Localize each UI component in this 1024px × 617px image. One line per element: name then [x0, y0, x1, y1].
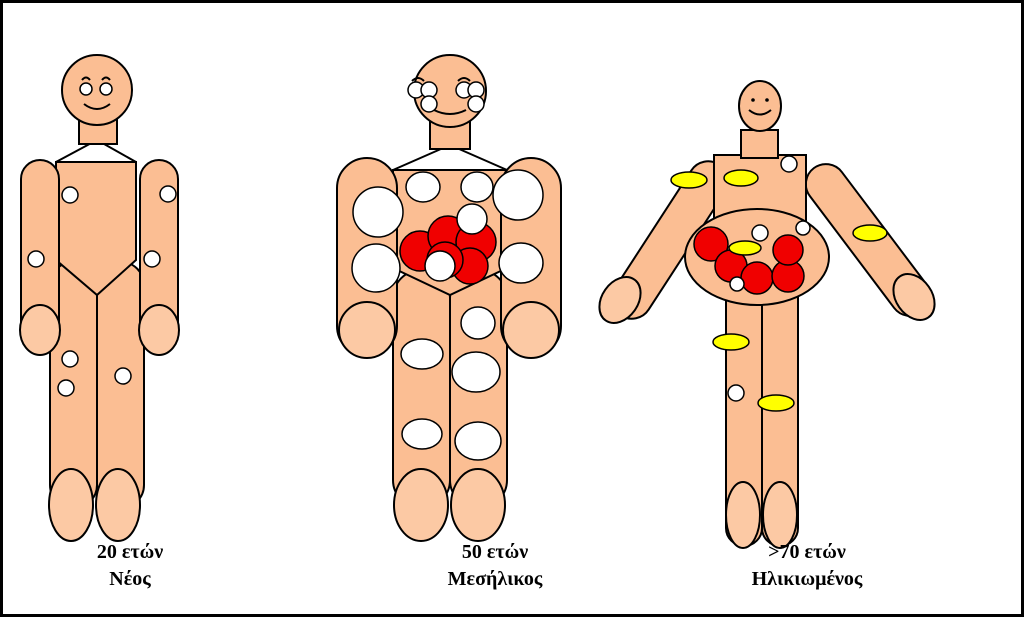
label-middle-aged: 50 ετών Μεσήλικος: [385, 539, 605, 593]
left-foot: [48, 468, 94, 542]
head: [61, 54, 133, 126]
label-young: 20 ετών Νέος: [20, 539, 240, 593]
face-white-spots: [407, 81, 485, 113]
age-label-middle-aged: 50 ετών: [461, 541, 529, 563]
eye-spot: [99, 82, 113, 96]
white-spots: [27, 185, 177, 397]
group-label-middle-aged: Μεσήλικος: [447, 568, 543, 590]
figure-middle-aged: [336, 54, 562, 542]
eye-spot: [79, 82, 93, 96]
right-foot: [95, 468, 141, 542]
white-spots: [727, 155, 811, 402]
yellow-spots: [670, 169, 888, 412]
white-spots: [351, 169, 544, 461]
age-label-elderly: >70 ετών: [768, 541, 846, 563]
label-elderly: >70 ετών Ηλικιωμένος: [697, 539, 917, 593]
age-label-young: 20 ετών: [96, 541, 164, 563]
head: [738, 80, 782, 132]
group-label-young: Νέος: [109, 568, 151, 590]
figure-young: [19, 54, 180, 542]
figure-elderly: [598, 80, 936, 549]
group-label-elderly: Ηλικιωμένος: [751, 568, 863, 590]
neck: [740, 129, 779, 159]
